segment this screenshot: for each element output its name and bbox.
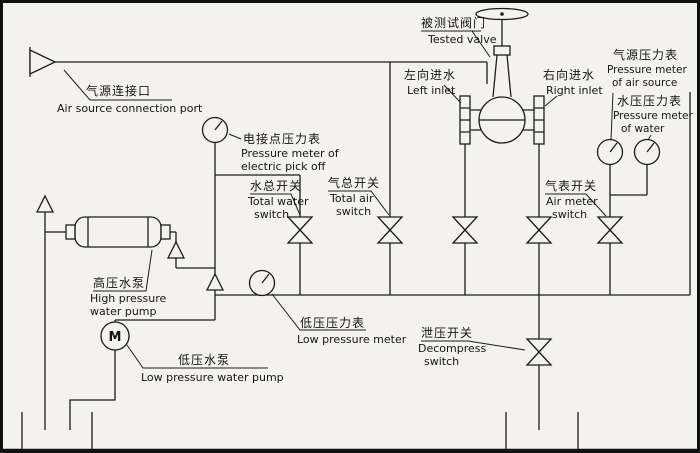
label-air-meter-switch-en2: switch bbox=[552, 208, 587, 221]
tested-valve-symbol bbox=[459, 7, 545, 145]
total-water-switch-pipe bbox=[214, 142, 301, 320]
leader-decompress-switch bbox=[421, 340, 526, 351]
low-pressure-gauge-icon bbox=[248, 269, 276, 297]
label-water-pressure-meter-en1: Pressure meter bbox=[613, 110, 693, 122]
pipe-network bbox=[44, 61, 691, 430]
label-right-inlet-en: Right inlet bbox=[546, 84, 603, 97]
leader-electric-contact-meter bbox=[228, 133, 242, 140]
leader-air-source bbox=[63, 69, 172, 101]
total-water-switch-valve bbox=[287, 216, 313, 244]
label-air-pressure-meter-zh: 气源压力表 bbox=[613, 47, 678, 62]
leader-total-air-switch bbox=[328, 190, 390, 216]
decompress-switch-valve bbox=[526, 338, 552, 366]
label-electric-contact-meter-zh: 电接点压力表 bbox=[243, 131, 321, 146]
leader-high-pressure-pump bbox=[93, 249, 153, 292]
suction-check-valve-icon bbox=[36, 195, 54, 213]
water-pressure-gauge-icon bbox=[633, 138, 661, 166]
label-tested-valve-en: Tested valve bbox=[427, 33, 497, 46]
label-air-pressure-meter-en1: Pressure meter bbox=[607, 64, 687, 76]
gauge-branch-pipes bbox=[609, 164, 648, 295]
air-source-connection-symbol bbox=[29, 47, 57, 77]
manifold-pipe bbox=[215, 92, 691, 296]
labels: 气源连接口 Air source connection port 被测试阀门 T… bbox=[57, 15, 693, 384]
leader-air-meter-switch bbox=[545, 193, 607, 217]
electric-contact-pressure-gauge-icon bbox=[201, 116, 229, 144]
leader-tested-valve bbox=[421, 30, 491, 58]
motor-letter: M bbox=[109, 330, 122, 345]
left-water-tank bbox=[21, 412, 93, 451]
line-check-valve-icon bbox=[206, 273, 224, 291]
label-total-water-switch-zh: 水总开关 bbox=[250, 179, 302, 193]
label-high-pressure-pump-zh: 高压水泵 bbox=[93, 275, 145, 290]
label-electric-contact-meter-en1: Pressure meter of bbox=[241, 147, 340, 160]
leader-air-pressure-meter bbox=[610, 92, 614, 140]
label-air-source-zh: 气源连接口 bbox=[86, 83, 151, 98]
label-decompress-switch-zh: 泄压开关 bbox=[421, 326, 473, 340]
leader-low-pressure-pump bbox=[126, 344, 268, 369]
label-high-pressure-pump-en1: High pressure bbox=[90, 292, 167, 305]
water-tanks bbox=[21, 412, 579, 451]
label-total-water-switch-en2: switch bbox=[254, 208, 289, 221]
label-left-inlet-en: Left inlet bbox=[407, 84, 456, 97]
label-decompress-switch-en1: Decompress bbox=[418, 342, 486, 355]
label-total-air-switch-zh: 气总开关 bbox=[328, 175, 380, 190]
leader-right-inlet bbox=[544, 95, 558, 107]
air-meter-switch-valve bbox=[597, 216, 623, 244]
label-high-pressure-pump-en2: water pump bbox=[90, 305, 157, 318]
label-water-pressure-meter-zh: 水压压力表 bbox=[617, 94, 682, 108]
high-pressure-pump-symbol bbox=[65, 216, 171, 248]
label-low-pressure-meter-zh: 低压压力表 bbox=[300, 316, 365, 330]
label-air-source-en: Air source connection port bbox=[57, 102, 203, 115]
air-supply-pipe bbox=[55, 61, 488, 84]
hp-pump-pipes bbox=[44, 196, 215, 430]
label-decompress-switch-en2: switch bbox=[424, 355, 459, 368]
right-water-tank bbox=[505, 412, 579, 451]
leader-water-pressure-meter bbox=[647, 134, 652, 141]
outlet-check-valve-icon bbox=[167, 241, 185, 259]
label-air-meter-switch-zh: 气表开关 bbox=[545, 178, 597, 193]
right-inlet-valve bbox=[526, 216, 552, 244]
label-total-air-switch-en1: Total air bbox=[329, 192, 374, 205]
total-air-switch-valve bbox=[377, 216, 403, 244]
leader-total-water-switch bbox=[250, 193, 301, 216]
label-left-inlet-zh: 左向进水 bbox=[404, 67, 456, 82]
label-air-meter-switch-en1: Air meter bbox=[546, 195, 598, 208]
low-pressure-pump-motor-symbol: M bbox=[100, 321, 130, 351]
air-source-pressure-gauge-icon bbox=[596, 138, 624, 166]
label-air-pressure-meter-en2: of air source bbox=[612, 77, 677, 89]
label-low-pressure-pump-zh: 低压水泵 bbox=[178, 353, 230, 367]
leader-lines bbox=[63, 30, 652, 369]
label-tested-valve-zh: 被测试阀门 bbox=[421, 15, 486, 30]
label-low-pressure-pump-en: Low pressure water pump bbox=[141, 371, 284, 384]
label-total-water-switch-en1: Total water bbox=[247, 195, 309, 208]
label-electric-contact-meter-en2: electric pick off bbox=[241, 160, 326, 173]
leader-left-inlet bbox=[443, 84, 462, 104]
label-total-air-switch-en2: switch bbox=[336, 205, 371, 218]
label-right-inlet-zh: 右向进水 bbox=[543, 67, 595, 82]
left-inlet-valve bbox=[452, 216, 478, 244]
label-water-pressure-meter-en2: of water bbox=[621, 123, 665, 135]
label-low-pressure-meter-en: Low pressure meter bbox=[297, 333, 407, 346]
leader-low-pressure-meter bbox=[271, 293, 366, 331]
